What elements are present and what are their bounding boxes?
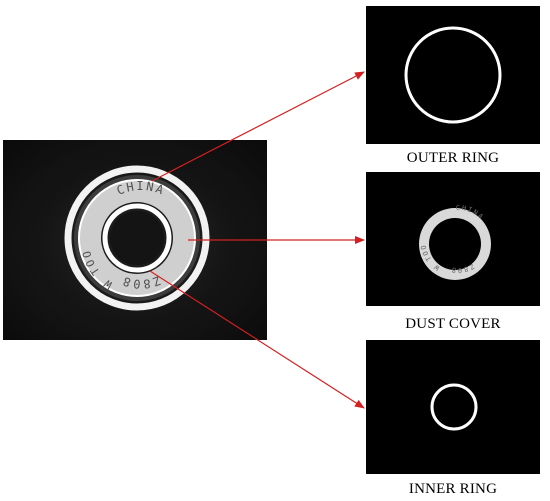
outer-ring-caption: OUTER RING: [406, 150, 500, 166]
photo-bore: [110, 211, 164, 265]
photo-text-top: CHINA: [115, 179, 168, 198]
dust-cover-panel: CHINA Z808 W TOO: [366, 172, 540, 306]
dust-cover-hole: [429, 218, 481, 270]
inner-ring-caption: INNER RING: [408, 481, 498, 497]
inner-ring-panel: [366, 340, 540, 474]
inner-ring-drawing: [430, 383, 478, 431]
bearing-photo-drawing: CHINA Z808 W TOO: [17, 145, 257, 335]
photo-outer-ring: [64, 165, 210, 311]
outer-ring-panel: [366, 6, 540, 144]
outer-ring-segment: [404, 26, 502, 124]
outer-ring-drawing: [404, 26, 502, 124]
photo-inner-ring: [102, 203, 172, 273]
dust-cover-drawing: CHINA Z808 W TOO: [419, 204, 491, 280]
inner-ring-segment: [430, 383, 478, 431]
bearing-photo: CHINA Z808 W TOO: [3, 140, 267, 340]
photo-dust-cover-edge: [78, 179, 196, 297]
dust-cover-caption: DUST COVER: [405, 316, 501, 332]
